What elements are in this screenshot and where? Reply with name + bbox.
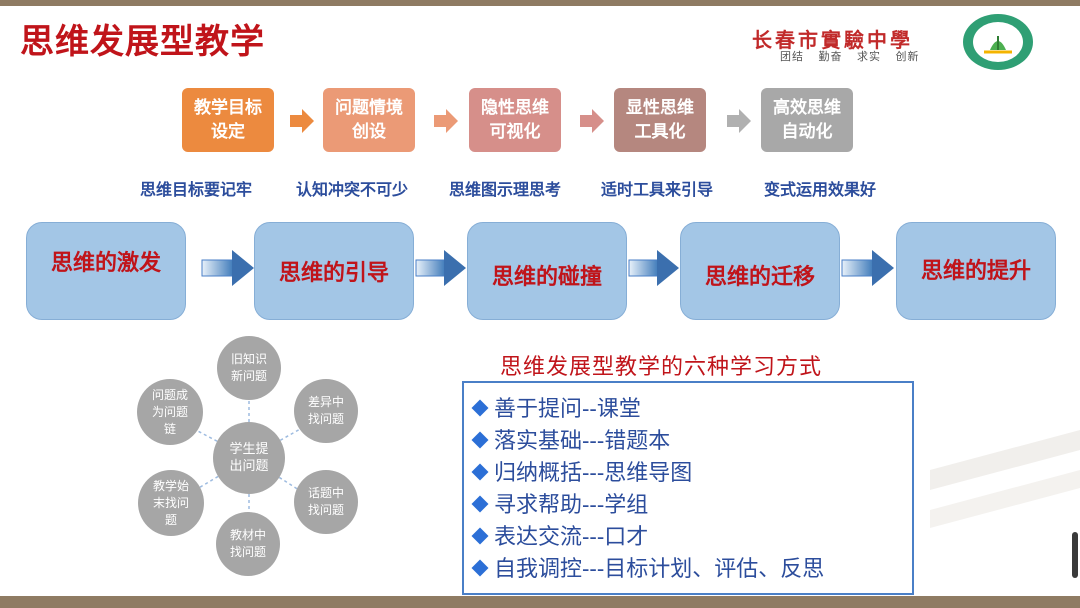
method-text: 善于提问--课堂	[494, 397, 641, 422]
method-text: 归纳概括---思维导图	[494, 461, 693, 486]
method-text: 自我调控---目标计划、评估、反思	[494, 557, 825, 582]
stage-label: 思维的碰撞	[491, 265, 602, 290]
wheel-text: 为问题	[151, 404, 188, 419]
process-step: 高效思维自动化	[761, 88, 853, 152]
arrow-icon	[290, 109, 314, 133]
school-seal-icon	[963, 14, 1033, 70]
arrow-icon	[628, 250, 679, 286]
diamond-bullet-icon	[471, 431, 489, 449]
wheel-text: 末找问	[152, 495, 189, 510]
methods-title: 思维发展型教学的六种学习方式	[500, 355, 823, 380]
motto-word: 勤奋	[818, 50, 843, 63]
method-item: 善于提问--课堂	[471, 391, 641, 423]
scroll-handle[interactable]	[1072, 532, 1078, 578]
step-line: 高效思维	[773, 98, 841, 118]
step-line: 问题情境	[335, 98, 403, 118]
stage-box: 思维的迁移	[680, 222, 840, 320]
step-line: 创设	[352, 122, 386, 142]
method-item: 落实基础---错题本	[471, 423, 671, 455]
slide-title: 思维发展型教学	[20, 22, 265, 62]
decorative-stripes	[930, 430, 1080, 528]
process-step: 教学目标设定	[182, 88, 274, 152]
phrase: 思维目标要记牢	[140, 180, 253, 199]
wheel-text: 问题成	[151, 387, 188, 402]
step-line: 工具化	[634, 122, 686, 142]
diamond-bullet-icon	[471, 399, 489, 417]
stage-box: 思维的激发	[26, 222, 186, 320]
diamond-bullet-icon	[471, 495, 489, 513]
wheel-text: 差异中	[307, 395, 344, 409]
method-item: 表达交流---口才	[471, 519, 649, 551]
step-line: 隐性思维	[481, 98, 549, 118]
step-line: 可视化	[489, 122, 541, 142]
top-band	[0, 0, 1080, 6]
diamond-bullet-icon	[471, 527, 489, 545]
wheel-text: 学生提	[229, 442, 269, 457]
method-item: 归纳概括---思维导图	[471, 455, 693, 487]
arrow-icon	[434, 109, 458, 133]
motto-word: 求实	[857, 50, 881, 63]
wheel-node: 话题中找问题	[294, 470, 358, 534]
wheel-text: 找问题	[229, 545, 266, 559]
stage-label: 思维的提升	[920, 259, 1031, 284]
process-step: 隐性思维可视化	[469, 88, 561, 152]
wheel-text: 教学始	[152, 478, 189, 493]
step-line: 自动化	[781, 122, 833, 142]
stage-box: 思维的引导	[254, 222, 414, 320]
stage-box: 思维的提升	[896, 222, 1056, 320]
arrow-icon	[841, 250, 894, 286]
wheel-node: 教学始末找问题	[138, 470, 204, 536]
wheel-text: 教材中	[229, 528, 266, 542]
arrow-icon	[201, 250, 254, 286]
diamond-bullet-icon	[471, 559, 489, 577]
arrow-icon	[415, 250, 466, 286]
step-arrows	[290, 109, 751, 133]
diamond-bullet-icon	[471, 463, 489, 481]
stage-box: 思维的碰撞	[467, 222, 627, 320]
phrase: 变式运用效果好	[764, 180, 877, 199]
step-line: 显性思维	[626, 98, 694, 118]
stage-label: 思维的迁移	[704, 265, 815, 290]
wheel-text: 链	[163, 421, 176, 436]
wheel-text: 找问题	[307, 412, 344, 426]
method-item: 寻求帮助---学组	[471, 487, 649, 519]
motto-word: 创新	[895, 50, 920, 63]
stage-arrows	[201, 250, 894, 286]
school-motto: 团结 勤奋 求实 创新	[780, 48, 930, 64]
arrow-icon	[727, 109, 751, 133]
wheel-text: 新问题	[230, 369, 267, 383]
process-step: 问题情境创设	[323, 88, 415, 152]
step-line: 教学目标	[194, 98, 262, 118]
method-text: 表达交流---口才	[494, 525, 649, 550]
process-step: 显性思维工具化	[614, 88, 706, 152]
wheel-text: 出问题	[229, 459, 269, 474]
phrase: 认知冲突不可少	[296, 180, 409, 199]
step-line: 设定	[211, 122, 245, 142]
arrow-icon	[580, 109, 604, 133]
method-item: 自我调控---目标计划、评估、反思	[471, 551, 825, 583]
wheel-node: 教材中找问题	[216, 512, 280, 576]
school-name: 长春市實驗中學	[752, 28, 913, 52]
phrase: 思维图示理思考	[449, 180, 562, 199]
bottom-band	[0, 596, 1080, 608]
motto-word: 团结	[780, 50, 804, 63]
wheel-center: 学生提出问题	[213, 422, 285, 494]
wheel-text: 话题中	[307, 486, 344, 500]
wheel-node: 问题成为问题链	[137, 379, 203, 445]
phrase: 适时工具来引导	[601, 180, 714, 199]
method-text: 寻求帮助---学组	[494, 493, 649, 518]
wheel-text: 旧知识	[230, 352, 267, 366]
method-text: 落实基础---错题本	[494, 429, 671, 454]
wheel-node: 旧知识新问题	[217, 336, 281, 400]
wheel-text: 题	[164, 512, 177, 527]
stage-label: 思维的激发	[50, 251, 161, 276]
stage-label: 思维的引导	[278, 261, 389, 286]
methods-box: 善于提问--课堂 落实基础---错题本 归纳概括---思维导图 寻求帮助---学…	[462, 381, 914, 595]
wheel-node: 差异中找问题	[294, 379, 358, 443]
wheel-text: 找问题	[307, 503, 344, 517]
